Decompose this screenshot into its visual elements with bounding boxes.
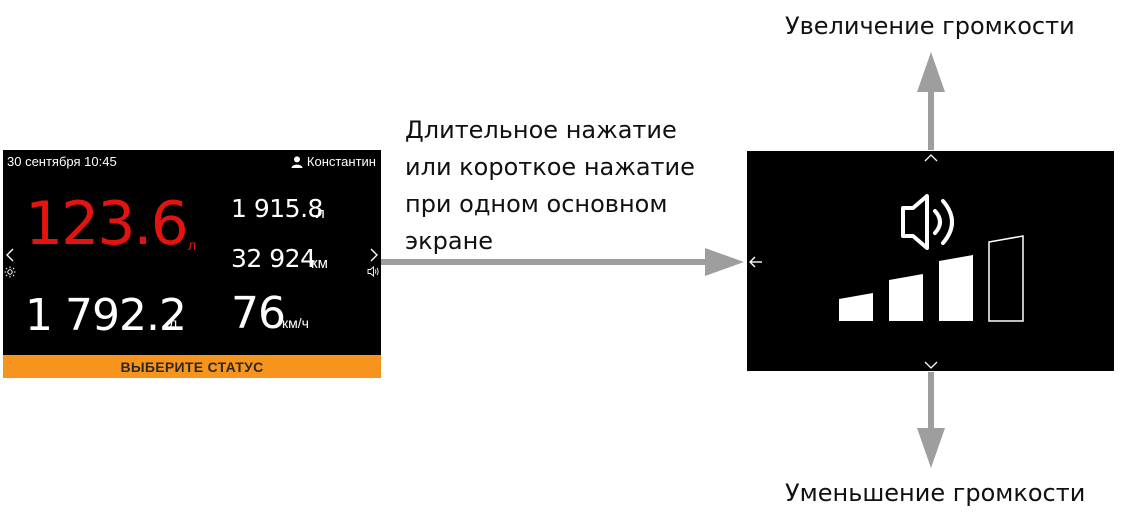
fuel-total-unit: л	[316, 205, 325, 222]
volume-screen	[747, 151, 1114, 371]
chevron-down-icon[interactable]	[924, 361, 938, 369]
user-name: Константин	[306, 154, 376, 169]
volume-bar-filled	[889, 274, 923, 321]
volume-bar-filled	[939, 255, 973, 321]
caption-line: или короткое нажатие	[405, 153, 695, 181]
volume-level-bars[interactable]	[839, 235, 1024, 322]
user-icon	[291, 155, 303, 168]
user-block[interactable]: Константин	[291, 154, 376, 169]
chevron-right-icon[interactable]	[369, 248, 379, 262]
arrow-down	[917, 372, 945, 468]
caption: Длительное нажатие или короткое нажатие …	[405, 112, 735, 260]
main-screen: 30 сентября 10:45 Константин 123.6 л 1 9…	[3, 150, 381, 378]
volume-down-label: Уменьшение громкости	[785, 479, 1086, 507]
caption-line: Длительное нажатие	[405, 116, 677, 144]
chevron-up-icon[interactable]	[924, 154, 938, 162]
arrow-up	[917, 52, 945, 150]
speaker-icon	[901, 194, 954, 250]
volume-screen-graphics	[749, 154, 1024, 369]
fuel-now-unit: л	[188, 237, 197, 253]
datetime: 30 сентября 10:45	[7, 154, 117, 169]
status-button[interactable]: ВЫБЕРИТЕ СТАТУС	[3, 355, 381, 378]
arrow-right	[381, 248, 744, 276]
caption-line: при одном основном	[405, 190, 668, 218]
volume-bar-filled	[839, 293, 873, 321]
distance-value: 32 924	[231, 244, 316, 273]
back-arrow-icon[interactable]	[749, 256, 762, 268]
fuel-total-value: 1 915.8	[231, 194, 323, 223]
fuel-second-unit: л	[169, 315, 178, 331]
caption-line: экране	[405, 227, 494, 255]
distance-unit: км	[311, 255, 328, 272]
volume-up-label: Увеличение громкости	[785, 12, 1075, 40]
speed-value: 76	[231, 288, 286, 339]
speed-unit: км/ч	[282, 315, 309, 331]
fuel-second-value: 1 792.2	[25, 290, 187, 341]
brightness-icon[interactable]	[4, 266, 16, 278]
volume-small-icon[interactable]	[367, 266, 380, 277]
volume-bar-empty	[988, 235, 1024, 322]
fuel-now-value: 123.6	[25, 189, 189, 259]
chevron-left-icon[interactable]	[5, 248, 15, 262]
